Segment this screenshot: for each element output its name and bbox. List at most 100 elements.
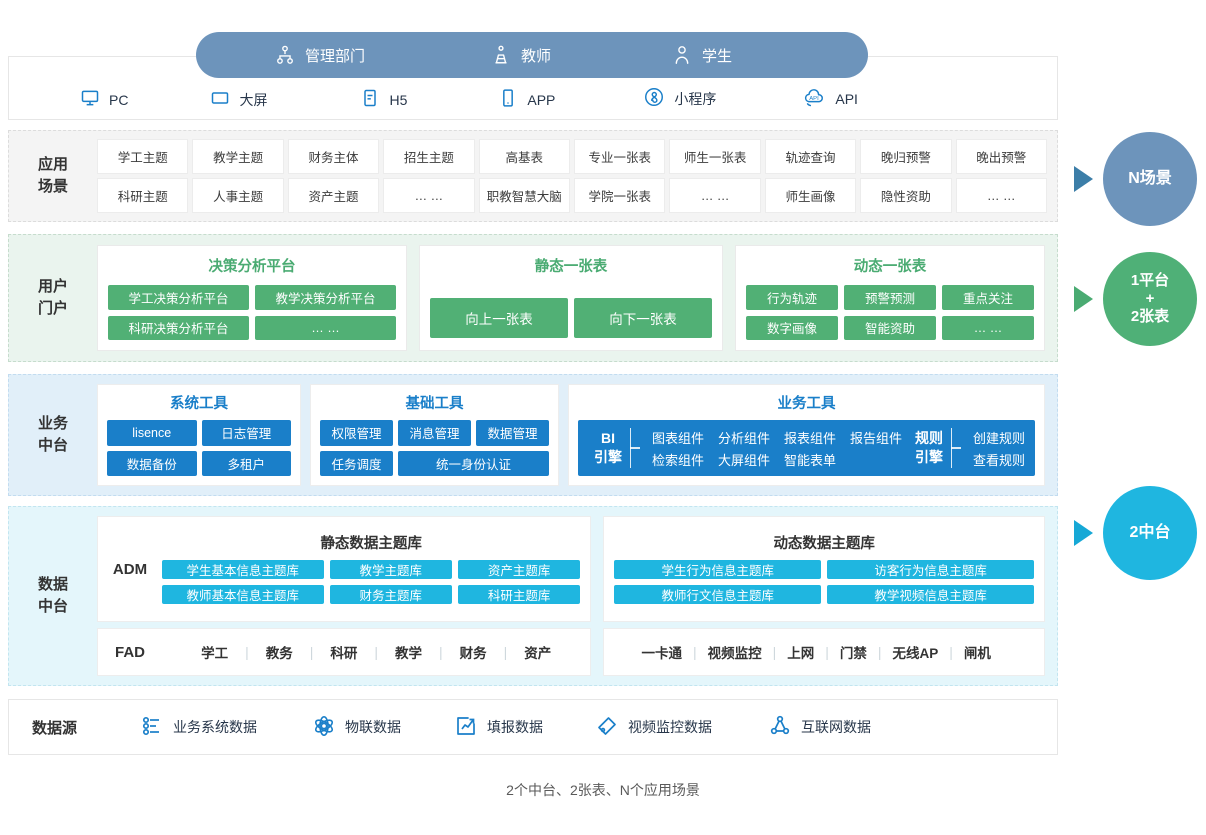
scenario-cell[interactable]: … … — [955, 178, 1047, 213]
basic-tool-item[interactable]: 数据管理 — [476, 420, 549, 446]
db-item[interactable]: 教师基本信息主题库 — [162, 585, 324, 604]
channel-bigscreen[interactable]: 大屏 — [210, 88, 267, 111]
portal-item[interactable]: 智能资助 — [844, 315, 936, 340]
fad-item[interactable]: 科研 — [330, 646, 358, 661]
scenario-cell[interactable]: 招生主题 — [383, 139, 475, 174]
portal-item[interactable]: 预警预测 — [844, 285, 936, 310]
scenario-cell[interactable]: 晚归预警 — [860, 139, 952, 174]
scenario-cell[interactable]: 师生一张表 — [669, 139, 761, 174]
fad-item[interactable]: 资产 — [524, 646, 552, 661]
db-item[interactable]: 学生行为信息主题库 — [614, 560, 822, 579]
bi-component[interactable]: 智能表单 — [784, 452, 837, 468]
source-iot[interactable]: 物联数据 — [312, 714, 401, 741]
bi-component[interactable]: 报表组件 — [784, 430, 837, 446]
scenario-cell[interactable]: 晚出预警 — [955, 139, 1047, 174]
scenario-cell[interactable]: 资产主题 — [287, 178, 380, 213]
scenario-cell[interactable]: 学工主题 — [97, 139, 189, 174]
fad-item[interactable]: 财务 — [459, 646, 487, 661]
scenario-cell[interactable]: 学院一张表 — [574, 178, 666, 213]
fad-dynamic-items: 一卡通 | 视频监控 | 上网 | 门禁 | 无线AP | 闸机 — [604, 642, 1044, 662]
db-item[interactable]: 科研主题库 — [457, 585, 581, 604]
portal-item[interactable]: 行为轨迹 — [746, 285, 838, 310]
channel-pc[interactable]: PC — [80, 88, 128, 111]
channel-miniprogram[interactable]: 小程序 — [643, 86, 716, 111]
fad-item[interactable]: 闸机 — [963, 646, 991, 661]
channel-api[interactable]: API API — [802, 86, 858, 111]
fad-item[interactable]: 无线AP — [892, 646, 939, 661]
biz-tools-panel: BI 引擎 图表组件 分析组件 报表组件 报告组件 检索组件 大屏组件 智能表单 — [578, 420, 1035, 476]
scenario-cell[interactable]: 职教智慧大脑 — [478, 178, 570, 213]
fad-item[interactable]: 教学 — [395, 646, 422, 661]
rule-item[interactable]: 创建规则 — [972, 430, 1025, 446]
bi-component[interactable]: 分析组件 — [718, 430, 771, 446]
badge-n-scenarios: N场景 — [1074, 132, 1197, 226]
fad-item[interactable]: 门禁 — [839, 646, 867, 661]
fad-item[interactable]: 教务 — [265, 646, 293, 661]
portal-item[interactable]: … … — [255, 315, 396, 340]
basic-tool-item[interactable]: 权限管理 — [320, 420, 393, 446]
scenario-cell[interactable]: 财务主体 — [287, 139, 380, 174]
system-tool-item[interactable]: lisence — [107, 420, 197, 446]
bi-component[interactable]: 报告组件 — [850, 430, 903, 446]
portal-item[interactable]: 学工决策分析平台 — [108, 285, 249, 310]
source-business-system[interactable]: 业务系统数据 — [140, 714, 257, 741]
db-item[interactable]: 教学视频信息主题库 — [827, 585, 1034, 604]
source-label: 视频监控数据 — [628, 719, 713, 735]
user-role-student[interactable]: 学生 — [671, 44, 732, 66]
portal-card-static-table: 静态一张表 向上一张表 向下一张表 — [419, 245, 723, 351]
business-card-biz-tools: 业务工具 BI 引擎 图表组件 分析组件 报表组件 报告组件 检索组件 大屏组件 — [568, 384, 1045, 486]
badge-circle: 1平台 + 2张表 — [1103, 252, 1197, 346]
bi-component[interactable]: 大屏组件 — [718, 452, 771, 468]
portal-item[interactable]: … … — [942, 315, 1034, 340]
system-tool-item[interactable]: 多租户 — [201, 450, 291, 476]
source-video-surveillance[interactable]: 视频监控数据 — [595, 714, 712, 741]
basic-tool-item[interactable]: 统一身份认证 — [398, 450, 549, 476]
portal-item[interactable]: 重点关注 — [942, 285, 1034, 310]
portal-item[interactable]: 科研决策分析平台 — [108, 315, 249, 340]
rule-list: 创建规则 查看规则 — [965, 428, 1025, 469]
db-item[interactable]: 访客行为信息主题库 — [827, 560, 1034, 579]
portal-card-decision: 决策分析平台 学工决策分析平台 教学决策分析平台 科研决策分析平台 … … — [97, 245, 407, 351]
scenario-cell[interactable]: 教学主题 — [192, 139, 284, 174]
scenario-cell[interactable]: 人事主题 — [192, 178, 284, 213]
portal-item[interactable]: 教学决策分析平台 — [255, 285, 396, 310]
fad-item[interactable]: 学工 — [201, 646, 229, 661]
source-form-report[interactable]: 填报数据 — [454, 714, 543, 741]
scenario-cell[interactable]: 高基表 — [478, 139, 570, 174]
scenario-cell[interactable]: … … — [669, 178, 761, 213]
db-item[interactable]: 财务主题库 — [329, 585, 452, 604]
basic-tool-item[interactable]: 任务调度 — [320, 450, 393, 476]
portal-item[interactable]: 数字画像 — [746, 315, 838, 340]
fad-item[interactable]: 一卡通 — [641, 646, 682, 661]
scenario-cell[interactable]: 隐性资助 — [860, 178, 952, 213]
portal-static-items: 向上一张表 向下一张表 — [430, 297, 712, 339]
rule-item[interactable]: 查看规则 — [972, 452, 1025, 468]
scenario-cell[interactable]: 专业一张表 — [574, 139, 666, 174]
db-item[interactable]: 教师行文信息主题库 — [614, 585, 822, 604]
db-item[interactable]: 学生基本信息主题库 — [162, 560, 324, 579]
channel-h5[interactable]: H5 — [360, 88, 407, 111]
bi-component[interactable]: 检索组件 — [652, 452, 705, 468]
portal-item[interactable]: 向下一张表 — [574, 298, 712, 338]
system-tool-item[interactable]: 日志管理 — [201, 420, 291, 446]
db-item[interactable]: 教学主题库 — [329, 560, 452, 579]
channel-app[interactable]: APP — [498, 88, 555, 111]
scenario-cell[interactable]: 师生画像 — [764, 178, 857, 213]
basic-tool-item[interactable]: 消息管理 — [398, 420, 471, 446]
badge-line: N场景 — [1128, 169, 1172, 187]
system-tool-item[interactable]: 数据备份 — [107, 450, 197, 476]
scenario-cell[interactable]: 科研主题 — [97, 178, 189, 213]
db-item[interactable]: 资产主题库 — [457, 560, 581, 579]
fad-item[interactable]: 上网 — [787, 646, 815, 661]
scenario-cell[interactable]: 轨迹查询 — [764, 139, 857, 174]
user-role-label: 学生 — [702, 47, 733, 65]
source-internet[interactable]: 互联网数据 — [768, 714, 871, 741]
scenario-cell[interactable]: … … — [383, 178, 475, 213]
user-role-admin[interactable]: 管理部门 — [274, 44, 365, 66]
fad-item[interactable]: 视频监控 — [707, 646, 762, 661]
section-data-midend: 数据 中台 ADM 静态数据主题库 学生基本信息主题库 教学主题库 资产主题库 … — [8, 506, 1058, 686]
bi-component[interactable]: 图表组件 — [652, 430, 705, 446]
user-role-teacher[interactable]: 教师 — [490, 44, 551, 66]
portal-item[interactable]: 向上一张表 — [430, 298, 568, 338]
channel-label: PC — [109, 91, 129, 108]
